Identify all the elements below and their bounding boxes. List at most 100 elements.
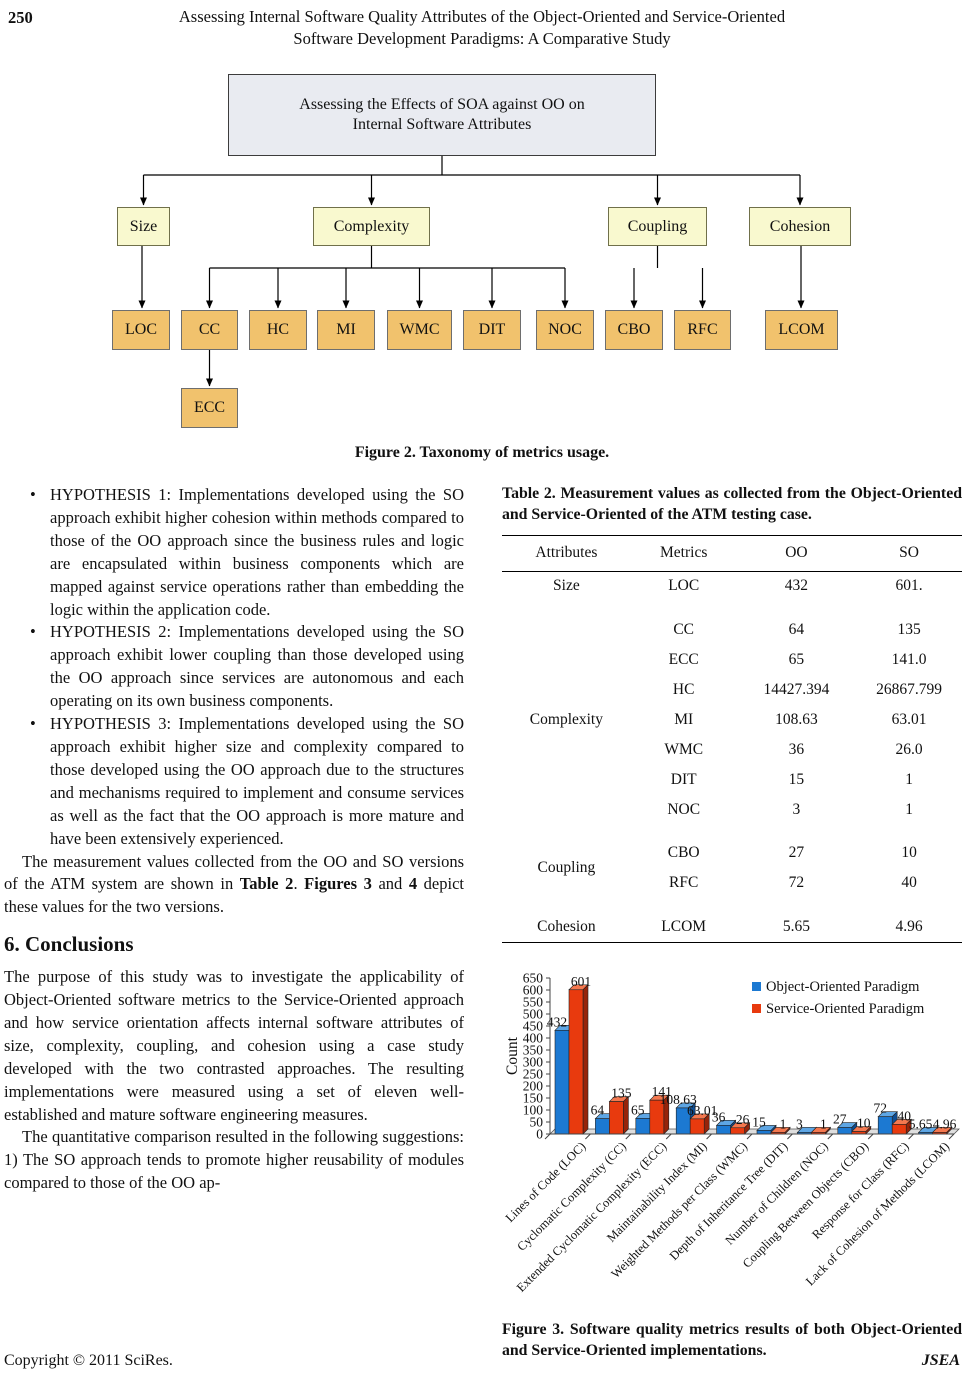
so-value-cell: 26867.799 [876, 680, 943, 698]
col-attributes: Attributes [502, 535, 631, 572]
node-ecc: ECC [181, 388, 238, 428]
bar-front-face [554, 1030, 570, 1135]
bar-so [891, 1119, 912, 1136]
bar-value-label: 3 [796, 1117, 803, 1132]
so-value-cell: 141.0 [891, 650, 927, 668]
bar-value-label: 72 [873, 1101, 887, 1116]
bar-so [729, 1122, 751, 1136]
y-tick-label: 550 [523, 995, 544, 1010]
x-tick [827, 1134, 834, 1140]
right-column: Table 2. Measurement values as collected… [502, 484, 962, 1361]
running-title-line1: Assessing Internal Software Quality Attr… [178, 7, 786, 26]
conclusions-paragraph-1: The purpose of this study was to investi… [4, 967, 464, 1124]
so-value-cell: 4.96 [895, 917, 923, 935]
attribute-cell: Cohesion [537, 917, 596, 935]
legend-swatch [752, 982, 761, 992]
node-cohesion: Cohesion [749, 207, 851, 246]
bar-so [689, 1113, 710, 1136]
x-tick [706, 1134, 712, 1140]
bar-front-face [756, 1130, 772, 1135]
node-coupling: Coupling [608, 207, 707, 246]
node-dit: DIT [463, 310, 521, 350]
col-so: SO [856, 535, 962, 572]
hypothesis-1: HYPOTHESIS 1: Implementations developed … [4, 484, 464, 621]
hypothesis-2: HYPOTHESIS 2: Implementations developed … [4, 621, 464, 713]
y-tick-label: 250 [523, 1067, 544, 1082]
oo-value-cell: 64 [788, 620, 805, 638]
node-cc: CC [181, 310, 238, 350]
oo-value-cell: 5.65 [782, 917, 810, 935]
bar-value-label: 27 [833, 1112, 847, 1127]
table2-reference: Table 2 [239, 874, 294, 894]
figure4-reference: 4 [408, 874, 418, 894]
running-head: 250 Assessing Internal Software Quality … [0, 6, 964, 50]
x-category-label: Extended Cyclomatic Complexity (ECC) [514, 1140, 669, 1295]
bar-so [931, 1127, 953, 1136]
legend-label: Object-Oriented Paradigm [766, 979, 920, 995]
page-number: 250 [8, 8, 33, 27]
bar-so [810, 1127, 832, 1136]
oo-value-cell: 15 [788, 770, 805, 788]
figure2-connectors [138, 156, 805, 387]
oo-value-cell: 27 [788, 844, 805, 862]
metric-cell: MI [674, 710, 694, 728]
so-value-cell: 40 [901, 874, 917, 892]
y-tick-label: 300 [523, 1055, 544, 1070]
metric-cell: CBO [667, 844, 700, 862]
so-value-cell: 135 [897, 620, 921, 638]
oo-value-cell: 65 [788, 650, 805, 668]
bar-value-label: 65 [631, 1103, 645, 1118]
node-loc: LOC [112, 310, 170, 350]
oo-value-cell: 36 [788, 740, 805, 758]
bar-value-label: 1 [780, 1117, 787, 1132]
table2-header-row: Attributes Metrics OO SO [502, 535, 962, 572]
x-category-label: Lack of Cohesion of Methods (LCOM) [803, 1140, 952, 1289]
so-value-cell: 10 [901, 844, 917, 862]
oo-value-cell: 3 [792, 800, 801, 818]
metric-cell: LCOM [661, 917, 707, 935]
legend-label: Service-Oriented Paradigm [766, 1001, 925, 1017]
node-root: Assessing the Effects of SOA against OO … [228, 74, 656, 156]
y-axis-title: Count [504, 1037, 521, 1076]
bar-value-label: 36 [712, 1110, 726, 1125]
bar-value-label: 63.01 [687, 1103, 717, 1118]
node-root-line1: Assessing the Effects of SOA against OO … [299, 96, 585, 113]
x-tick [746, 1134, 753, 1140]
x-tick [867, 1134, 874, 1140]
y-tick-label: 450 [523, 1019, 544, 1034]
legend-swatch [752, 1004, 761, 1014]
so-value-cell: 1 [905, 800, 913, 818]
so-value-cell: 63.01 [891, 710, 927, 728]
figure3-reference: Figures 3 [304, 874, 372, 894]
y-tick-label: 150 [523, 1091, 544, 1106]
node-size: Size [117, 207, 170, 246]
bar-front-face [891, 1124, 907, 1135]
table-row: RFC 72 40 [502, 869, 962, 899]
oo-value-cell: 72 [788, 874, 805, 892]
bar-so [851, 1126, 872, 1136]
bar-value-label: 601 [571, 974, 591, 989]
bar-value-label: 108.63 [660, 1092, 697, 1107]
bar-value-label: 26 [736, 1112, 750, 1127]
bar-front-face [837, 1127, 853, 1135]
table2-title: Table 2. Measurement values as collected… [502, 485, 962, 523]
measurement-text-1: The measurement values collected from th… [4, 851, 464, 894]
left-column: HYPOTHESIS 1: Implementations developed … [4, 484, 464, 1195]
node-noc: NOC [536, 310, 594, 350]
col-oo: OO [736, 535, 857, 572]
oo-value-cell: 432 [784, 577, 809, 595]
node-mi: MI [317, 310, 375, 350]
metric-cell: ECC [668, 650, 699, 668]
y-tick-label: 650 [523, 971, 544, 986]
y-tick-label: 100 [523, 1103, 544, 1118]
bar-value-label: 135 [611, 1086, 632, 1101]
metric-cell: CC [673, 620, 695, 638]
bar-side-face [582, 984, 589, 1136]
metric-cell: RFC [669, 874, 699, 892]
x-tick [787, 1134, 793, 1140]
